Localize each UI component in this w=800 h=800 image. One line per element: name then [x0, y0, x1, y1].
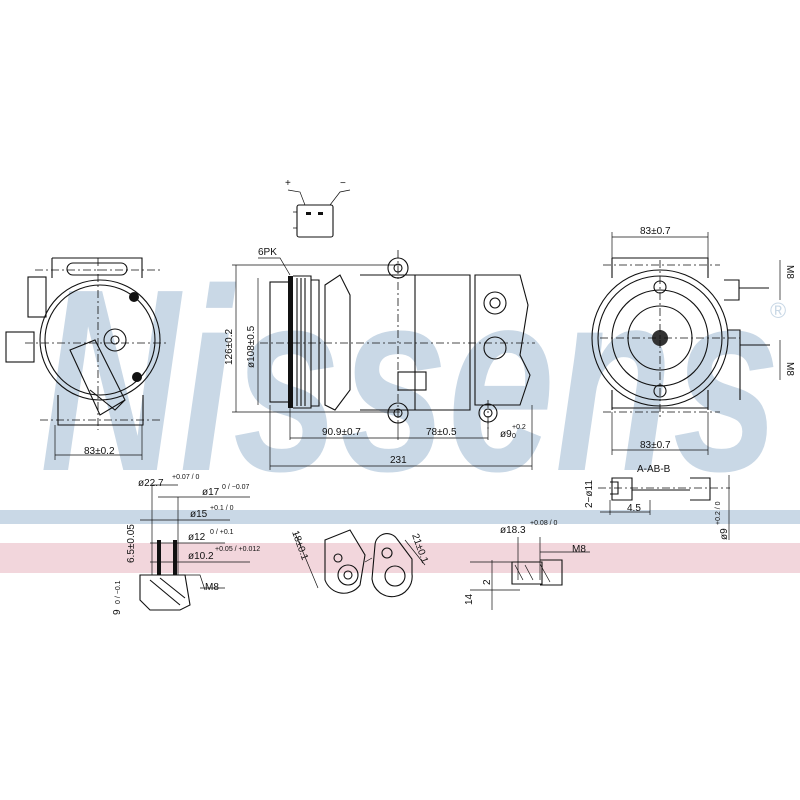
- electrical-connector: + −: [285, 178, 351, 238]
- fitting-d4-tol: 0 / +0.1: [210, 529, 234, 536]
- fitting-right-dia-tol: +0.08 / 0: [530, 520, 558, 527]
- front-view: 83±0.2: [5, 257, 168, 460]
- section-label: A-AB-B: [637, 464, 671, 475]
- hole-tol-upper: +0.2: [512, 424, 526, 431]
- fitting-right-dia-label: ø18.3: [500, 525, 526, 536]
- hole-diameter-label: ø9: [500, 429, 512, 440]
- side-view: 126±0.2 ø108±0.5 6PK 90.9±0.7 78±0.5 ø9 …: [224, 247, 535, 470]
- fitting-detail-right: ø18.3 +0.08 / 0 M8 2 14: [464, 520, 590, 610]
- fitting-h2-label: 9: [112, 609, 123, 615]
- watermark-band-blue: [0, 510, 800, 524]
- connector-plus-label: +: [285, 178, 291, 189]
- fitting-h2-tol: 0 / −0.1: [115, 580, 122, 604]
- watermark-band-pink: [0, 543, 800, 573]
- fitting-d4-label: ø12: [188, 532, 206, 543]
- fitting-h1-label: 6.5±0.05: [126, 524, 137, 563]
- watermark-logo: Nissens: [40, 236, 780, 526]
- connector-minus-label: −: [340, 178, 346, 189]
- hole-tol-lower: 0: [512, 433, 516, 440]
- fitting-d3-tol: +0.1 / 0: [210, 505, 234, 512]
- rear-width-bottom-label: 83±0.7: [640, 440, 671, 451]
- depth-label: 4.5: [627, 503, 641, 514]
- rear-width-top-label: 83±0.7: [640, 226, 671, 237]
- length-a-label: 90.9±0.7: [322, 427, 361, 438]
- belt-type-label: 6PK: [258, 247, 277, 258]
- fitting-right-h1-label: 2: [482, 579, 493, 585]
- height-label: 126±0.2: [224, 328, 235, 365]
- fitting-detail-left: ø22.7 +0.07 / 0 ø17 0 / −0.07 ø15 +0.1 /…: [112, 474, 260, 615]
- fitting-right-h2-label: 14: [464, 593, 475, 605]
- fitting-d5-label: ø10.2: [188, 551, 214, 562]
- rear-hole-tol: +0.2 / 0: [715, 501, 722, 525]
- pulley-diameter-label: ø108±0.5: [246, 325, 257, 368]
- fitting-d1-tol: +0.07 / 0: [172, 474, 200, 481]
- registered-mark: ®: [770, 298, 786, 323]
- thread-top-label: M8: [784, 265, 795, 279]
- fitting-d2-label: ø17: [202, 487, 220, 498]
- length-b-label: 78±0.5: [426, 427, 457, 438]
- fitting-thread-label: M8: [205, 582, 219, 593]
- fitting-d1-label: ø22.7: [138, 478, 164, 489]
- fitting-d5-tol: +0.05 / +0.012: [215, 546, 260, 553]
- rear-hole-label: ø9: [719, 528, 730, 540]
- fitting-d2-tol: 0 / −0.07: [222, 484, 250, 491]
- fitting-d3-label: ø15: [190, 509, 208, 520]
- fitting-right-thread-label: M8: [572, 544, 586, 555]
- bore-label: 2−ø11: [584, 480, 595, 508]
- thread-bottom-label: M8: [784, 362, 795, 376]
- front-width-label: 83±0.2: [84, 446, 115, 457]
- rear-view: 83±0.7 M8 M8 83±0.7 A-AB-B 4.5 2−ø11 ø9 …: [584, 226, 795, 540]
- total-length-label: 231: [390, 455, 407, 466]
